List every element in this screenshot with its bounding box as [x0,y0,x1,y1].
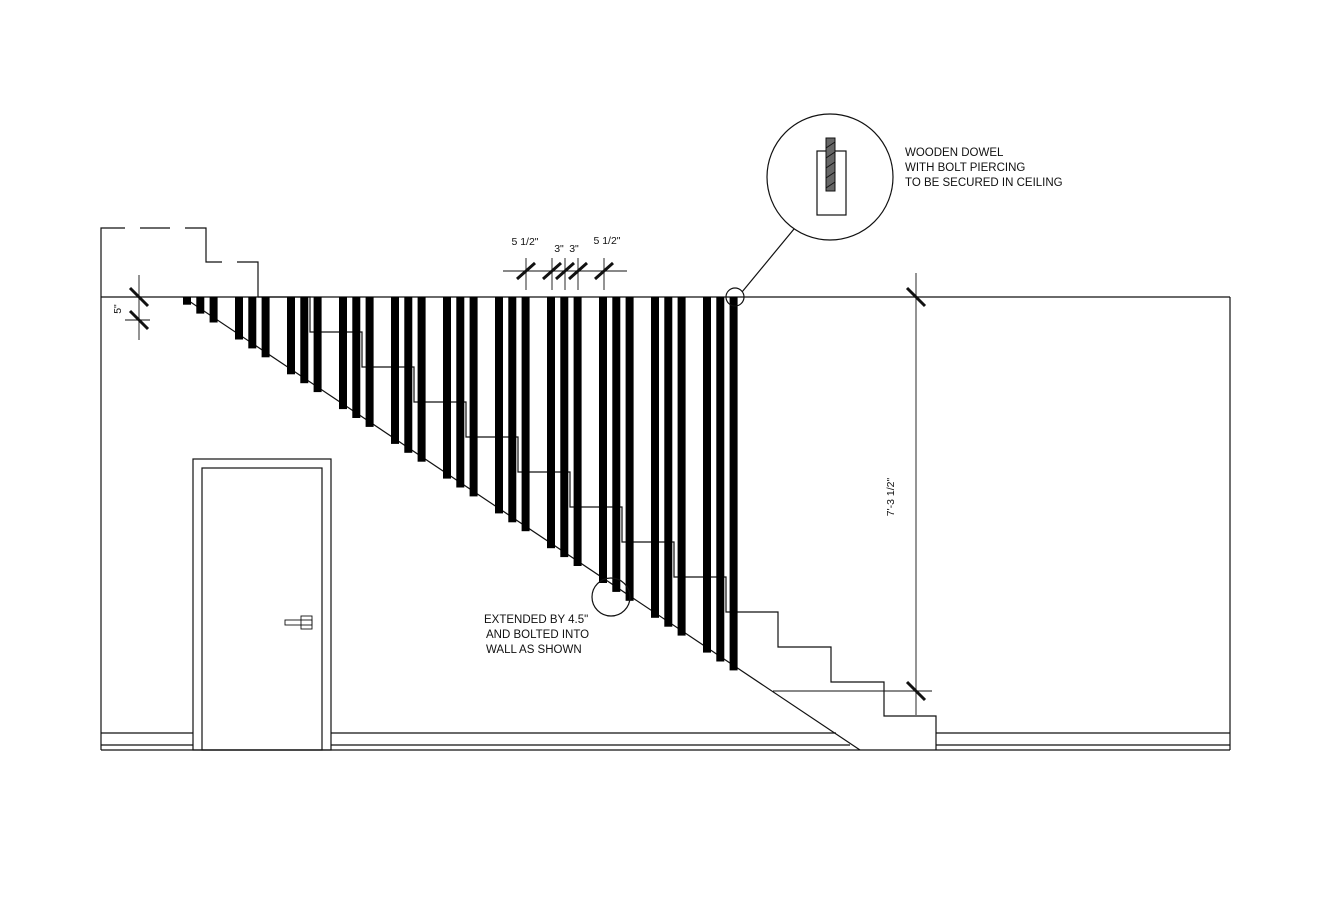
dim-label-1: 5 1/2" [511,236,538,248]
slat-11 [352,297,361,418]
stair-stringer [182,296,861,751]
slat-29 [664,297,673,627]
door [192,458,332,751]
detail-note-line-1: WOODEN DOWEL [905,147,1004,159]
slat-24 [573,297,582,566]
dim-label-4: 5 1/2" [593,235,620,247]
slat-3 [209,297,218,323]
slat-5 [248,297,257,349]
slat-14 [404,297,413,453]
slat-17 [456,297,465,488]
slat-23 [560,297,569,558]
extension-note-line-1: EXTENDED BY 4.5" [484,614,588,626]
floor-baseboard [101,732,1230,751]
slat-21 [521,297,530,532]
slat-19 [495,297,503,514]
dim-label-3: 3" [569,243,579,255]
slat-20 [508,297,517,523]
detail-note-line-2: WITH BOLT PIERCING [905,162,1025,174]
slat-26 [612,297,621,592]
door-handle-icon [284,615,313,630]
slat-15 [417,297,426,462]
extension-callout: EXTENDED BY 4.5" AND BOLTED INTO WALL AS… [484,577,631,656]
left-dim-label: 5" [112,304,124,314]
slat-25 [599,297,607,583]
slat-13 [391,297,399,444]
slat-12 [365,297,374,427]
stair-steps [258,296,937,750]
slat-9 [313,297,322,393]
slat-28 [651,297,659,618]
slat-8 [300,297,309,384]
extension-note-line-2: AND BOLTED INTO [486,629,589,641]
slat-1 [183,297,191,305]
slat-27 [625,297,634,601]
slat-2 [196,297,205,314]
extension-note-line-3: WALL AS SHOWN [486,644,582,656]
detail-note-line-3: TO BE SECURED IN CEILING [905,177,1063,189]
upper-stair-dashed [100,227,259,297]
slat-10 [339,297,347,410]
slat-7 [287,297,295,375]
slat-4 [235,297,243,340]
left-dimension: 5" [112,275,150,340]
height-dimension: 7'-3 1/2" [773,273,932,715]
slat-6 [261,297,270,358]
slat-30 [677,297,686,636]
slat-18 [469,297,478,497]
slat-16 [443,297,451,479]
slat-group [183,297,738,671]
slat-33 [729,297,738,671]
dim-label-2: 3" [554,243,564,255]
slat-32 [716,297,725,662]
dowel-detail-callout: WOODEN DOWEL WITH BOLT PIERCING TO BE SE… [725,113,1063,307]
slat-22 [547,297,555,549]
slat-31 [703,297,711,653]
top-dimension-string: 5 1/2" 3" 3" 5 1/2" [503,235,627,290]
height-dim-label: 7'-3 1/2" [885,478,897,517]
